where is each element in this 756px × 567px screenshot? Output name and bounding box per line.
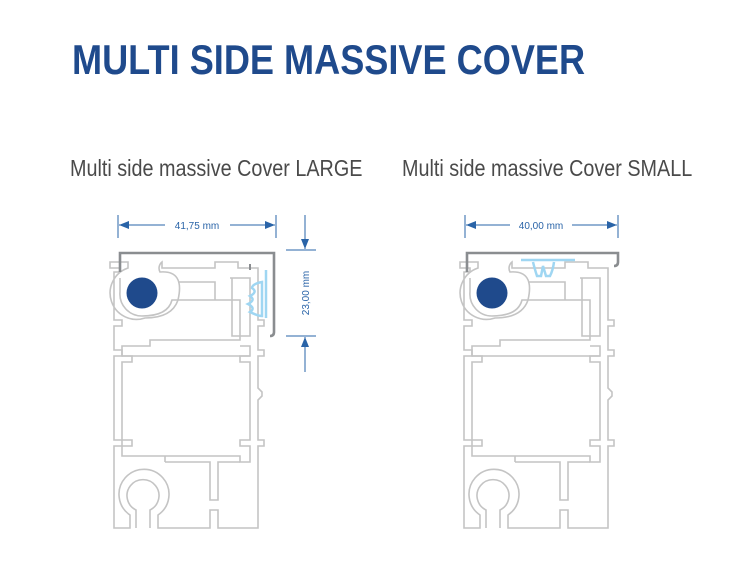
large-seal [245,280,264,318]
large-variant-label: Multi side massive Cover LARGE [70,155,363,181]
small-profile [459,261,615,529]
small-seal [521,258,575,278]
large-height-dimension: 23,00 mm [286,215,316,372]
small-width-label: 40,00 mm [519,221,563,232]
small-variant-label: Multi side massive Cover SMALL [402,155,693,181]
small-width-dimension: 40,00 mm [464,215,619,238]
small-cover [465,251,620,272]
page-title: MULTI SIDE MASSIVE COVER [72,36,586,83]
large-profile [109,261,265,529]
large-width-dimension: 41,75 mm [117,215,277,238]
large-width-label: 41,75 mm [175,221,219,232]
large-cover [118,251,276,338]
large-height-label: 23,00 mm [301,271,312,315]
